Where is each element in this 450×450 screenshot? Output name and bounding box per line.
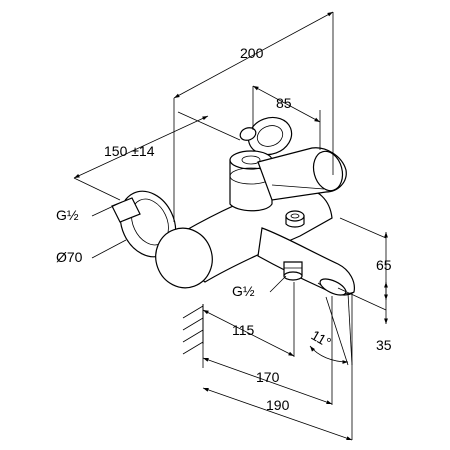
leader-lines xyxy=(91,201,287,293)
dimension-labels: 200 85 150 ±14 G½ Ø70 65 G½ 115 11° 35 1… xyxy=(56,45,392,413)
label-65: 65 xyxy=(376,257,392,273)
label-190: 190 xyxy=(266,397,290,413)
label-angle: 11° xyxy=(309,327,334,351)
label-thread-left: G½ xyxy=(56,207,79,223)
label-200: 200 xyxy=(240,45,264,61)
dim-arc-11deg xyxy=(309,345,349,364)
dim-line-85 xyxy=(252,85,321,123)
wall-hatching xyxy=(182,304,204,355)
lever-handle-end xyxy=(312,150,344,192)
label-150: 150 ±14 xyxy=(104,143,155,159)
label-170: 170 xyxy=(256,369,280,385)
label-35: 35 xyxy=(376,337,392,353)
body-end-cap xyxy=(155,227,213,289)
label-thread-bottom: G½ xyxy=(232,283,255,299)
dim-line-200 xyxy=(173,11,334,99)
dimension-lines xyxy=(73,11,388,441)
dim-line-115 xyxy=(202,309,295,357)
dim-line-190 xyxy=(202,387,353,441)
label-diameter-70: Ø70 xyxy=(56,249,83,265)
label-85: 85 xyxy=(276,95,292,111)
dim-line-150 xyxy=(73,115,209,179)
faucet-body xyxy=(111,116,355,296)
label-115: 115 xyxy=(232,322,255,338)
left-inlet-pipe xyxy=(111,197,141,223)
aerator xyxy=(319,278,347,296)
